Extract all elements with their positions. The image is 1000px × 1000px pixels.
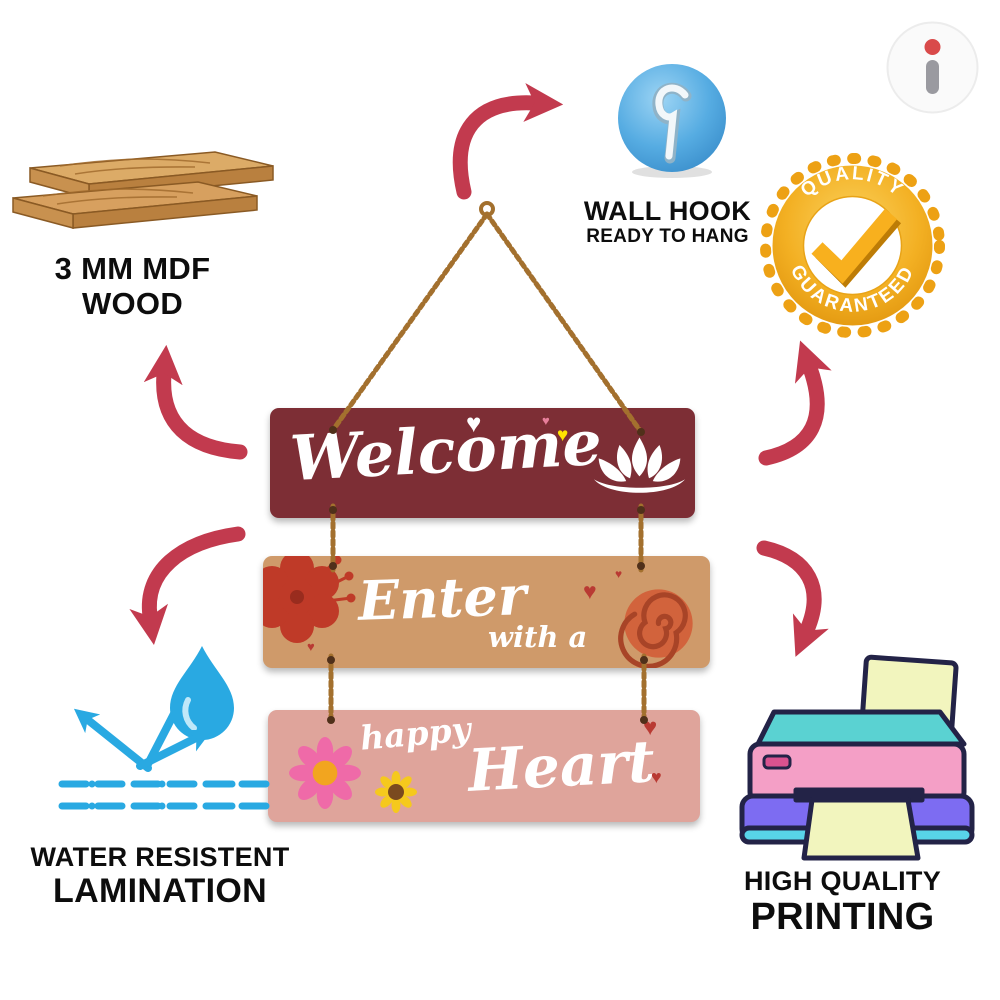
printing-label: HIGH QUALITY PRINTING — [695, 866, 990, 939]
enter-board: Enter with a ♥ ♥ ♥ — [263, 556, 710, 668]
arrow-to-quality-badge — [758, 340, 832, 466]
with-a-text: with a — [488, 620, 588, 654]
printing-line2: PRINTING — [750, 896, 935, 939]
water-droplet-icon — [58, 646, 272, 810]
arrow-to-lamination — [129, 526, 246, 645]
heart-icon: ♥ — [466, 408, 482, 438]
arrow-to-mdf-wood — [143, 344, 248, 460]
sunflower-icon — [375, 771, 417, 813]
mdf-wood-line1: 3 MM MDF — [54, 251, 211, 286]
wood-planks-icon — [12, 151, 274, 229]
lotus-flower-icon — [593, 437, 686, 493]
printing-line1: HIGH QUALITY — [743, 866, 942, 896]
heart-icon: ♥ — [583, 578, 597, 604]
welcome-board: Welcome ♥ ♥ ♥ — [270, 408, 695, 518]
heart-board: happy Heart ♥ ♥ — [268, 710, 700, 822]
wall-hook-line1: WALL HOOK — [583, 196, 752, 226]
lamination-line1: WATER RESISTENT — [30, 842, 290, 872]
heart-text: Heart — [466, 727, 657, 805]
wall-hook-icon — [618, 64, 726, 178]
rose-icon — [618, 589, 693, 668]
brand-logo — [886, 21, 979, 114]
mdf-wood-label: 3 MM MDF WOOD — [0, 251, 265, 321]
lamination-label: WATER RESISTENT LAMINATION — [5, 842, 315, 910]
welcome-text: Welcome — [288, 408, 604, 496]
red-flower-icon — [263, 556, 356, 643]
heart-icon: ♥ — [557, 425, 569, 446]
lamination-line2: LAMINATION — [53, 872, 267, 911]
gold-check-badge-icon: QUALITY GUARANTEED — [760, 153, 945, 338]
pink-daisy-icon — [289, 737, 361, 809]
heart-icon: ♥ — [643, 714, 658, 741]
wall-hook-label: WALL HOOK READY TO HANG — [545, 196, 790, 248]
happy-text: happy — [358, 710, 473, 758]
heart-icon: ♥ — [615, 567, 623, 581]
heart-icon: ♥ — [542, 413, 550, 428]
arrow-to-printing — [756, 540, 829, 657]
heart-icon: ♥ — [651, 767, 662, 787]
printer-icon — [739, 654, 975, 861]
arrow-to-wall-hook — [452, 83, 564, 200]
mdf-wood-line2: WOOD — [81, 285, 184, 321]
heart-icon: ♥ — [307, 639, 315, 654]
wall-hook-line2: READY TO HANG — [586, 226, 749, 248]
